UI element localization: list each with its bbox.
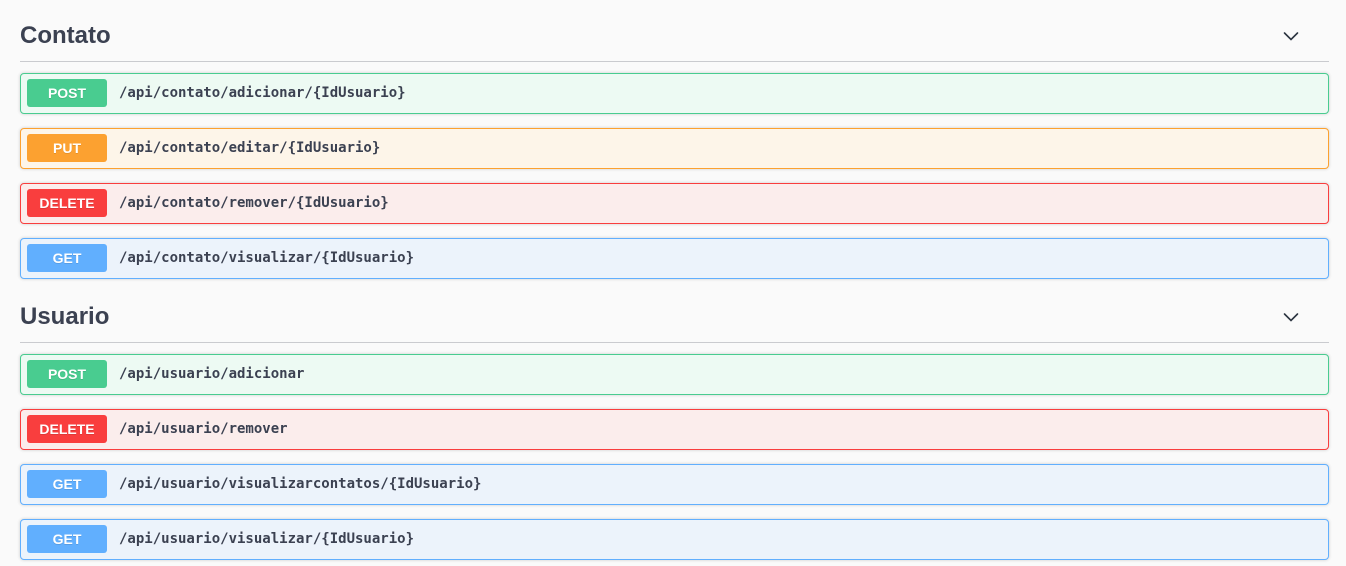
method-badge: DELETE: [27, 189, 107, 218]
chevron-down-icon: [1280, 25, 1302, 47]
endpoint-path: /api/usuario/visualizarcontatos/{IdUsuar…: [119, 476, 482, 493]
endpoint-row[interactable]: DELETE /api/usuario/remover: [20, 408, 1329, 450]
endpoint-row[interactable]: POST /api/usuario/adicionar: [20, 353, 1329, 395]
method-badge: GET: [27, 525, 107, 554]
endpoint-row[interactable]: GET /api/usuario/visualizarcontatos/{IdU…: [20, 463, 1329, 505]
endpoint-row[interactable]: POST /api/contato/adicionar/{IdUsuario}: [20, 72, 1329, 114]
endpoint-row[interactable]: PUT /api/contato/editar/{IdUsuario}: [20, 127, 1329, 169]
endpoint-path: /api/contato/editar/{IdUsuario}: [119, 140, 381, 157]
endpoint-path: /api/usuario/adicionar: [119, 366, 305, 383]
endpoint-list: POST /api/usuario/adicionar DELETE /api/…: [20, 343, 1329, 560]
method-badge: GET: [27, 470, 107, 499]
endpoint-row[interactable]: GET /api/contato/visualizar/{IdUsuario}: [20, 237, 1329, 279]
endpoint-path: /api/usuario/remover: [119, 421, 288, 438]
endpoint-path: /api/usuario/visualizar/{IdUsuario}: [119, 531, 415, 548]
endpoint-row[interactable]: GET /api/usuario/visualizar/{IdUsuario}: [20, 518, 1329, 560]
tag-title: Usuario: [20, 302, 110, 330]
method-badge: DELETE: [27, 415, 107, 444]
method-badge: GET: [27, 244, 107, 273]
endpoint-path: /api/contato/remover/{IdUsuario}: [119, 195, 389, 212]
endpoint-row[interactable]: DELETE /api/contato/remover/{IdUsuario}: [20, 182, 1329, 224]
expand-button[interactable]: [1280, 306, 1302, 328]
endpoint-path: /api/contato/adicionar/{IdUsuario}: [119, 85, 406, 102]
method-badge: PUT: [27, 134, 107, 163]
tag-header[interactable]: Contato: [20, 12, 1329, 62]
expand-button[interactable]: [1280, 25, 1302, 47]
method-badge: POST: [27, 360, 107, 389]
endpoint-path: /api/contato/visualizar/{IdUsuario}: [119, 250, 415, 267]
chevron-down-icon: [1280, 306, 1302, 328]
method-badge: POST: [27, 79, 107, 108]
tag-section: Contato POST /api/contato/adicionar/{IdU…: [20, 12, 1329, 279]
tag-header[interactable]: Usuario: [20, 293, 1329, 343]
tag-section: Usuario POST /api/usuario/adicionar DELE…: [20, 293, 1329, 560]
tag-title: Contato: [20, 22, 111, 49]
endpoint-list: POST /api/contato/adicionar/{IdUsuario} …: [20, 62, 1329, 279]
